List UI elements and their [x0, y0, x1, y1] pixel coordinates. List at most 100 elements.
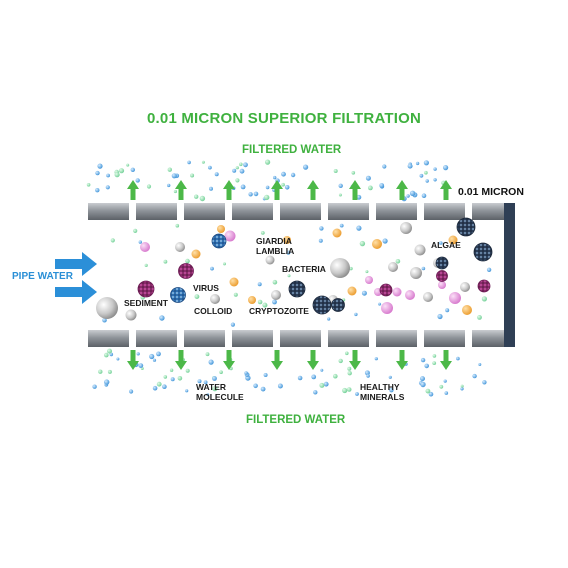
mineral-dot	[169, 368, 174, 372]
water-molecule-dot	[185, 389, 189, 393]
pipe-end-cap	[504, 203, 515, 347]
mineral-dot	[156, 381, 162, 387]
pipe-water-label: PIPE WATER	[12, 271, 73, 282]
bacteria-label: BACTERIA	[282, 264, 326, 274]
water-molecule-dot	[263, 373, 268, 377]
water-molecule-dot	[243, 162, 248, 168]
mineral-dot	[351, 171, 356, 175]
colloid-particle	[449, 292, 461, 304]
water-molecule-dot	[428, 391, 434, 397]
water-molecule-dot	[389, 388, 394, 393]
water-molecule-dot	[421, 193, 427, 198]
mineral-dot	[163, 375, 168, 379]
water-molecule-dot	[374, 357, 378, 361]
mineral-dot	[368, 185, 373, 191]
mineral-dot	[194, 194, 199, 199]
algae-particle	[435, 256, 449, 270]
water-molecule-dot	[423, 160, 429, 166]
water-molecule-dot	[171, 173, 177, 179]
water-molecule-dot	[265, 185, 270, 190]
giardia-label: GIARDIA LAMBLIA	[256, 236, 294, 256]
water-molecule-dot	[136, 352, 140, 356]
virus-particle	[229, 277, 239, 287]
water-molecule-dot	[239, 168, 245, 174]
mineral-dot	[425, 388, 431, 394]
top-membrane	[88, 203, 506, 220]
arrow-up-icon	[396, 180, 408, 200]
water-molecule-dot	[444, 391, 449, 395]
mineral-dot	[201, 160, 205, 164]
mineral-dot	[199, 195, 206, 202]
cryptozoite-label: CRYPTOZOITE	[249, 306, 309, 316]
pipe-water-arrow-lower	[55, 280, 97, 304]
water-molecule-dot	[97, 163, 103, 169]
water-molecule-dot	[152, 385, 158, 391]
water-molecule-dot	[95, 170, 100, 176]
mineral-dot	[262, 302, 268, 308]
colloid-particle	[140, 242, 150, 252]
mineral-dot	[338, 193, 342, 197]
giardia-particle	[211, 233, 227, 249]
water-molecule-dot	[138, 363, 144, 368]
mineral-dot	[144, 263, 148, 267]
mineral-dot	[432, 354, 437, 358]
sediment-particle	[125, 309, 137, 321]
water-molecule-dot	[433, 167, 437, 171]
sediment-particle	[460, 282, 470, 292]
bacteria-particle	[178, 263, 194, 279]
water-molecule-dot	[244, 371, 248, 375]
water-molecule-dot	[286, 250, 291, 255]
mineral-dot	[126, 163, 130, 167]
virus-particle	[248, 296, 256, 304]
water-molecule-dot	[338, 183, 343, 188]
filtered-water-arrows-up	[127, 180, 452, 200]
mineral-dot	[86, 183, 91, 187]
bottom-membrane	[88, 330, 506, 347]
virus-particle	[191, 249, 201, 259]
mineral-dot	[333, 169, 338, 173]
mineral-dot	[333, 373, 338, 379]
water-molecule-dot	[365, 175, 371, 181]
sediment-particle	[388, 262, 398, 272]
arrow-down-icon	[396, 350, 408, 370]
mineral-dot	[205, 352, 210, 357]
mineral-dot	[104, 352, 109, 358]
water-molecule-dot	[95, 188, 100, 193]
virus-particle	[462, 305, 472, 315]
colloid-label: COLLOID	[194, 306, 233, 316]
water-molecule-dot	[478, 363, 482, 366]
water-molecule-dot	[415, 161, 420, 166]
giardia-label-line2: LAMBLIA	[256, 246, 295, 256]
healthy-minerals-label-line1: HEALTHY	[360, 382, 400, 392]
mineral-dot	[257, 299, 263, 305]
water-molecule-dot	[232, 168, 237, 173]
virus-label: VIRUS	[193, 283, 219, 293]
arrow-up-icon	[271, 180, 283, 200]
sediment-particle	[265, 255, 275, 265]
sediment-particle	[175, 242, 185, 252]
mineral-dot	[281, 182, 285, 187]
sediment-particle	[400, 222, 412, 234]
water-molecule-dot	[208, 165, 212, 170]
mineral-dot	[432, 361, 437, 365]
water-molecule-dot	[319, 226, 324, 231]
arrow-up-icon	[223, 180, 235, 200]
water-molecule-label-line2: MOLECULE	[196, 392, 244, 402]
water-molecule-dot	[159, 315, 165, 321]
filtered-water-bottom-label: FILTERED WATER	[246, 414, 346, 426]
virus-particle	[283, 236, 291, 244]
water-molecule-dot	[382, 164, 387, 169]
water-molecule-dot	[92, 384, 97, 389]
arrow-down-icon	[127, 350, 139, 370]
pipe-water-arrows	[55, 252, 97, 304]
water-molecule-dot	[129, 389, 134, 394]
mineral-dot	[98, 369, 103, 374]
water-molecule-dot	[354, 312, 358, 317]
water-molecule-dot	[486, 267, 492, 272]
water-molecule-dot	[105, 185, 110, 190]
water-molecule-dot	[425, 179, 429, 183]
water-molecule-dot	[443, 379, 447, 383]
water-molecule-dot	[109, 352, 114, 357]
mineral-dot	[114, 172, 120, 178]
virus-particle	[347, 286, 357, 296]
